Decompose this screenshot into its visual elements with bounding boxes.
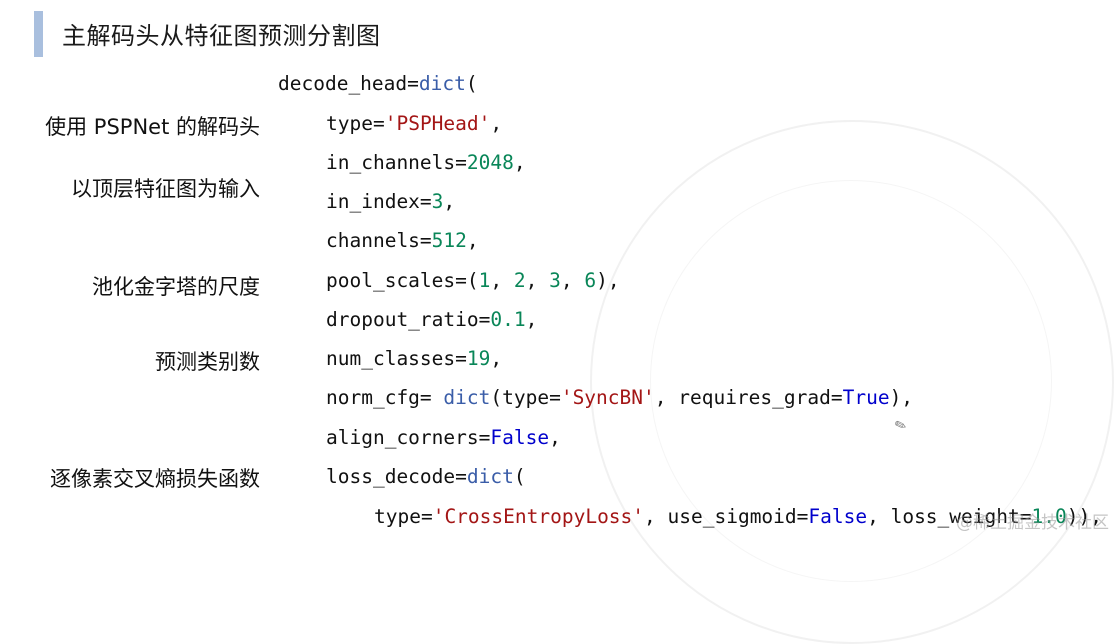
- label-decoder: 使用 PSPNet 的解码头: [45, 115, 260, 139]
- label-loss: 逐像素交叉熵损失函数: [50, 467, 260, 491]
- label-num-classes: 预测类别数: [155, 350, 260, 374]
- code-line-num-classes: num_classes=19,: [326, 347, 503, 370]
- label-pool-scales: 池化金字塔的尺度: [92, 275, 260, 299]
- code-line-loss-type: type='CrossEntropyLoss', use_sigmoid=Fal…: [374, 505, 1102, 528]
- pencil-cursor-icon: ✎: [892, 416, 910, 436]
- code-line-dropout-ratio: dropout_ratio=0.1,: [326, 308, 538, 331]
- watermark: @稀土掘金技术社区: [956, 513, 1109, 533]
- code-line-channels: channels=512,: [326, 229, 479, 252]
- title-accent-bar: [34, 11, 43, 57]
- code-line-in-index: in_index=3,: [326, 190, 456, 213]
- code-line-decode-head: decode_head=dict(: [278, 72, 478, 95]
- background-decoration: [590, 120, 1114, 644]
- page-title: 主解码头从特征图预测分割图: [62, 22, 381, 50]
- code-line-in-channels: in_channels=2048,: [326, 151, 526, 174]
- code-line-type: type='PSPHead',: [326, 112, 503, 135]
- code-line-align-corners: align_corners=False,: [326, 426, 561, 449]
- code-line-pool-scales: pool_scales=(1, 2, 3, 6),: [326, 269, 620, 292]
- label-input: 以顶层特征图为输入: [71, 177, 260, 201]
- code-line-loss-decode: loss_decode=dict(: [326, 465, 526, 488]
- code-line-norm-cfg: norm_cfg= dict(type='SyncBN', requires_g…: [326, 386, 914, 409]
